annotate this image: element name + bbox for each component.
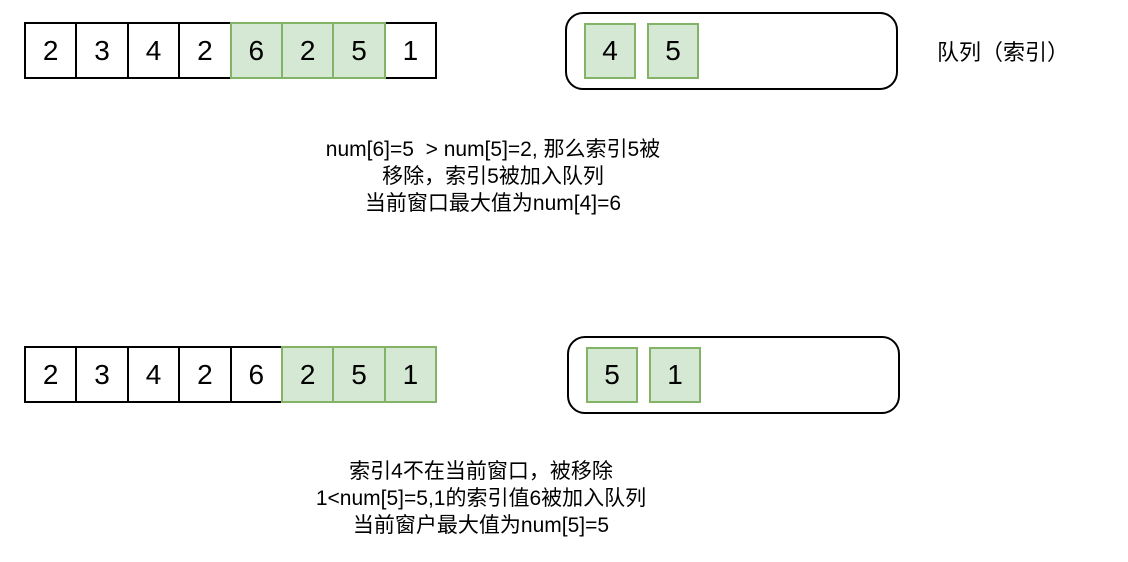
queue-item: 1 — [649, 347, 701, 403]
array-cell: 6 — [229, 22, 283, 79]
array-cell: 4 — [126, 22, 181, 79]
array-cell: 3 — [75, 22, 129, 79]
array-cell: 5 — [332, 346, 386, 403]
caption-step2: 索引4不在当前窗口，被移除 1<num[5]=5,1的索引值6被加入队列当前窗户最… — [251, 458, 711, 539]
queue-legend-label: 队列（索引） — [937, 40, 1070, 65]
caption-line: 索引4不在当前窗口，被移除 — [349, 460, 613, 483]
caption-step1: num[6]=5 > num[5]=2, 那么索引5被移除，索引5被加入队列当前… — [273, 136, 713, 217]
array-cell: 1 — [383, 346, 438, 403]
array-cell: 2 — [24, 346, 78, 403]
caption-line: 1<num[5]=5,1的索引值6被加入队列 — [315, 487, 647, 510]
array-cell: 2 — [24, 22, 78, 79]
array-cell: 2 — [280, 22, 335, 79]
caption-line: 当前窗户最大值为num[5]=5 — [352, 514, 610, 537]
queue-item: 5 — [647, 23, 699, 79]
array-cell: 1 — [383, 22, 438, 79]
queue-item: 4 — [584, 23, 636, 79]
caption-line: 移除，索引5被加入队列 — [382, 165, 604, 188]
caption-line: 当前窗口最大值为num[4]=6 — [364, 192, 622, 215]
array-cell: 6 — [229, 346, 283, 403]
array-cell: 5 — [332, 22, 386, 79]
caption-line: num[6]=5 > num[5]=2, 那么索引5被 — [325, 138, 661, 161]
array-cell: 2 — [280, 346, 335, 403]
array-cell: 3 — [75, 346, 129, 403]
queue-item: 5 — [586, 347, 638, 403]
array-cell: 4 — [126, 346, 181, 403]
array-cell: 2 — [178, 346, 232, 403]
array-cell: 2 — [178, 22, 232, 79]
